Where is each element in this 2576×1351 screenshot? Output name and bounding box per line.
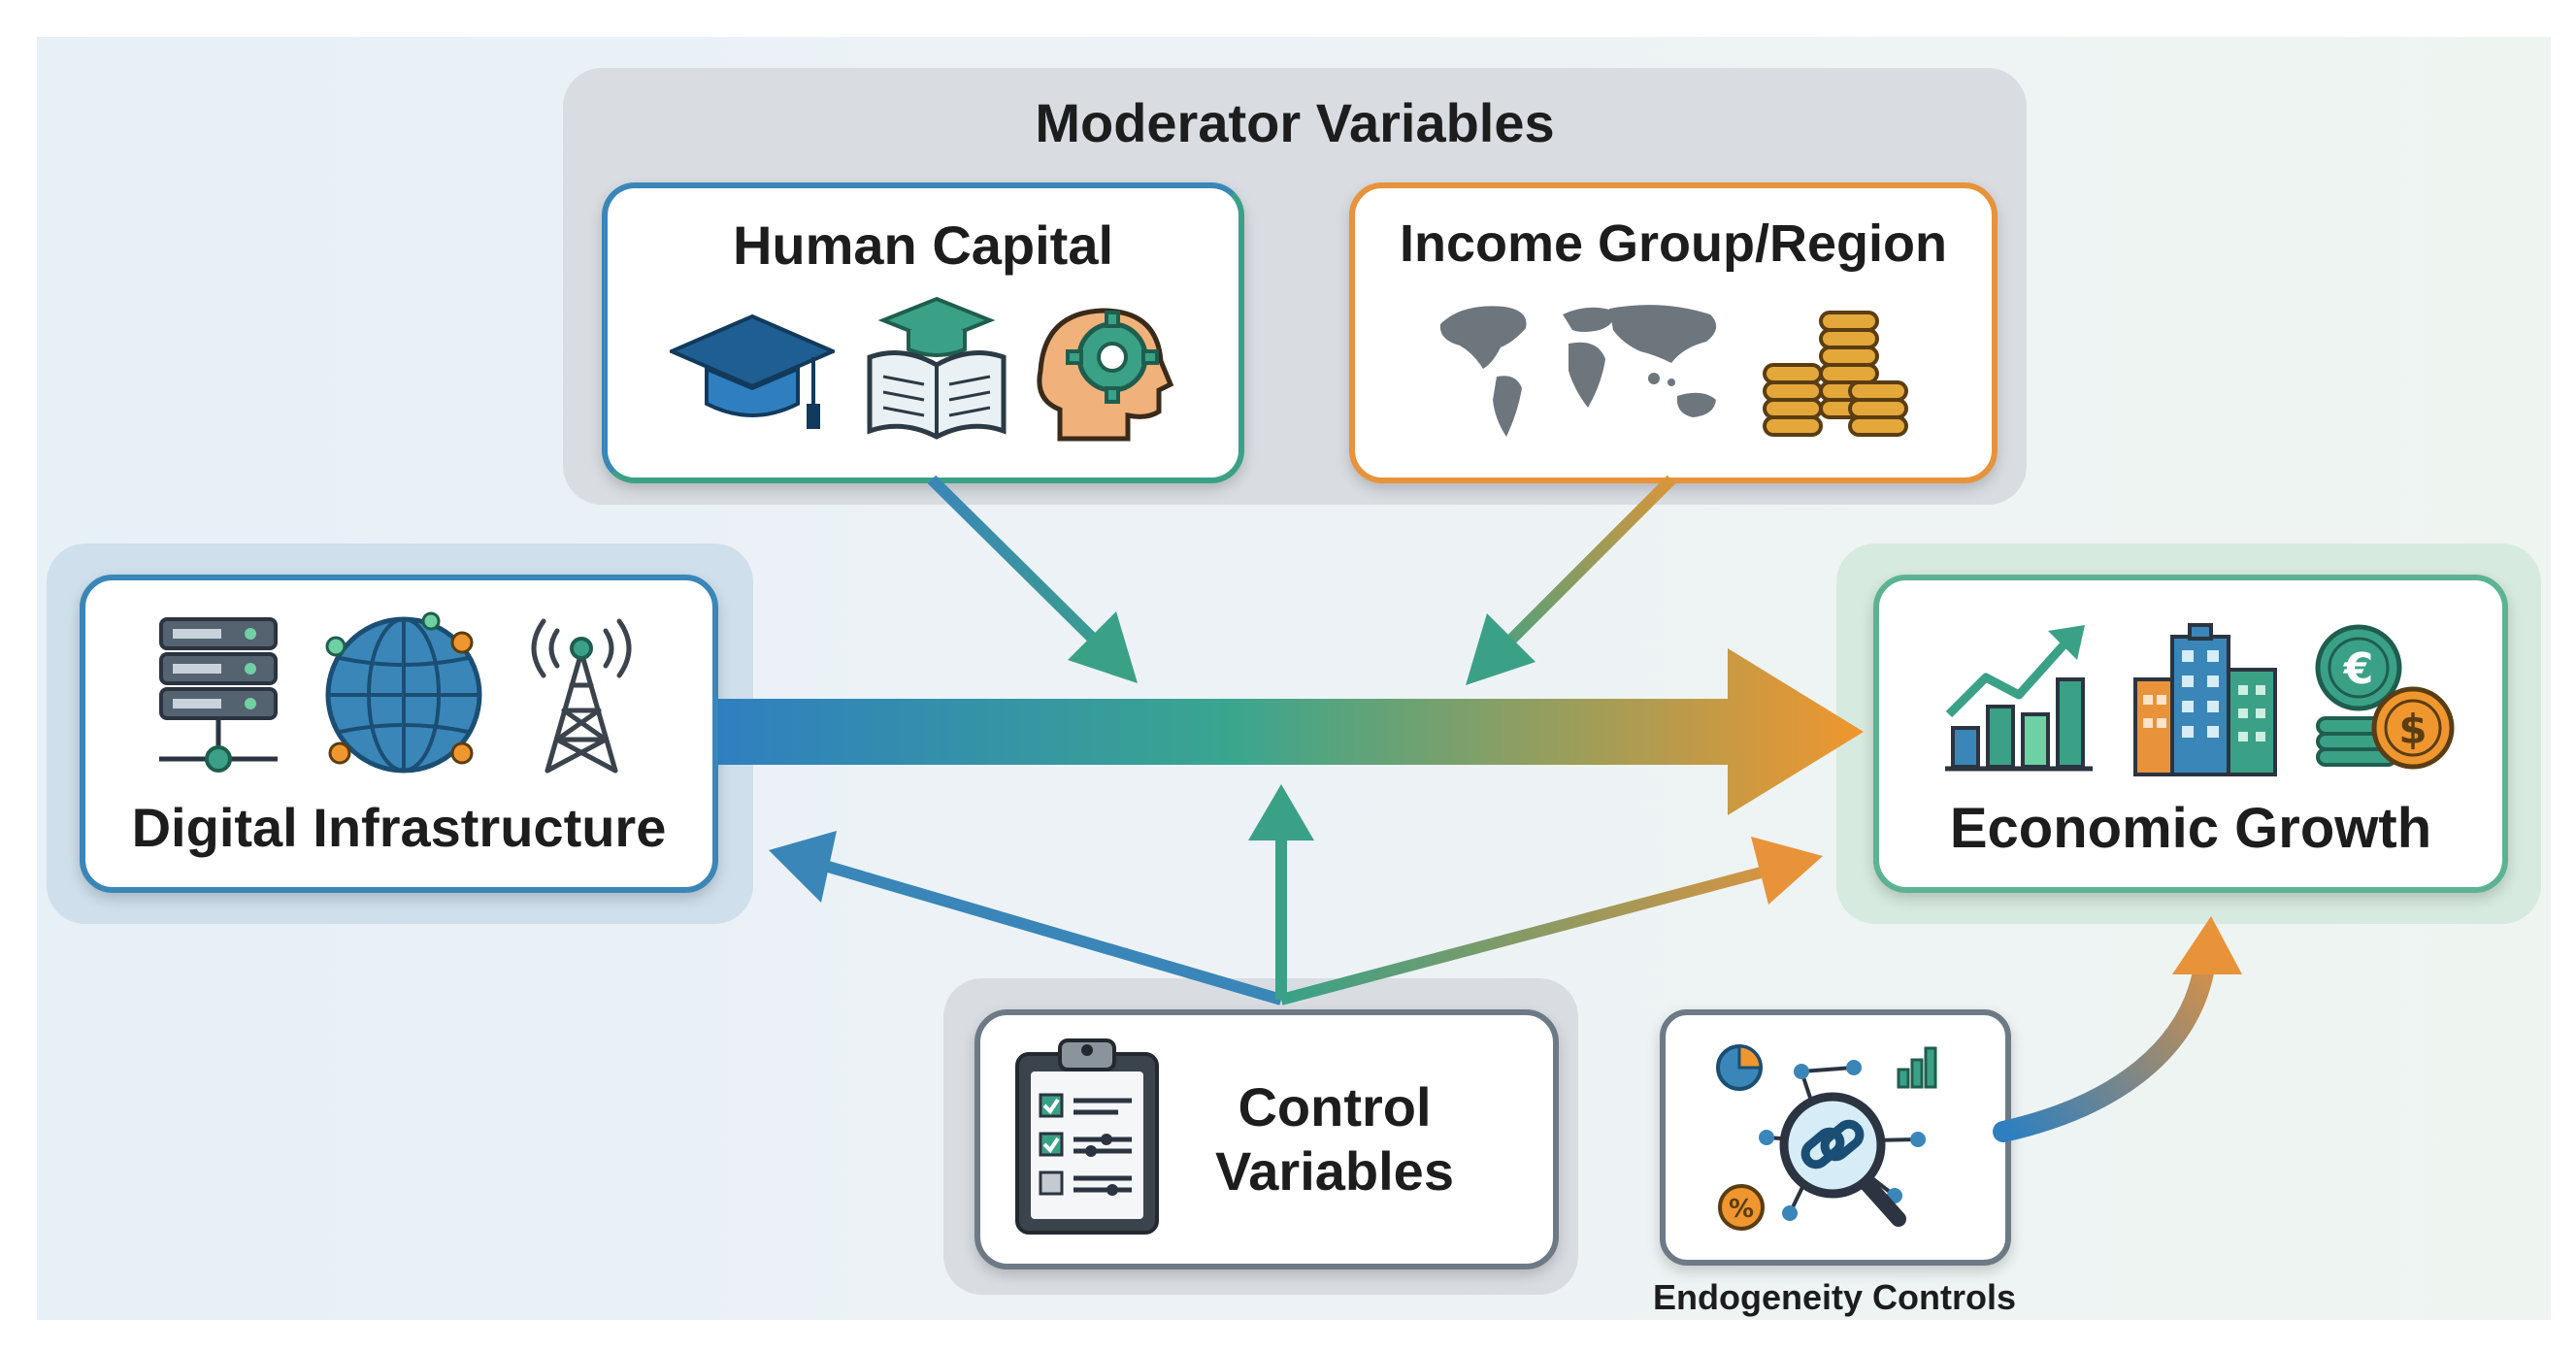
magnifier-link-icon: % — [1716, 1044, 1937, 1231]
clipboard-checklist-icon — [1015, 1038, 1159, 1235]
growth-chart-icon — [1945, 625, 2093, 772]
human-capital-arrow — [927, 475, 1138, 683]
svg-text:€: € — [2343, 644, 2374, 694]
coin-stacks-icon — [1763, 311, 1908, 437]
buildings-icon — [2133, 623, 2277, 776]
digital-infrastructure-label: Digital Infrastructure — [131, 797, 667, 858]
human-capital-label: Human Capital — [732, 214, 1114, 276]
book-icon — [867, 296, 1007, 440]
moderator-title: Moderator Variables — [1035, 92, 1555, 153]
income-group-label: Income Group/Region — [1399, 214, 1948, 273]
endogeneity-controls-label: Endogeneity Controls — [1652, 1277, 2016, 1317]
control-to-growth-arrow — [1279, 837, 1823, 1005]
graduation-cap-icon — [670, 313, 835, 429]
control-to-main-arrow — [1248, 784, 1314, 1000]
svg-text:$: $ — [2398, 706, 2427, 753]
world-map-icon — [1439, 305, 1717, 437]
antenna-tower-icon — [531, 618, 632, 774]
control-variables-label-line2: Variables — [1215, 1140, 1454, 1202]
euro-dollar-coins-icon: € $ — [2315, 624, 2455, 770]
main-effect-arrow — [718, 648, 1864, 815]
svg-text:%: % — [1729, 1195, 1754, 1224]
server-icon — [159, 617, 278, 773]
income-group-arrow — [1466, 475, 1676, 685]
endogeneity-arrow — [1993, 916, 2242, 1142]
globe-network-icon — [325, 611, 482, 774]
control-variables-label-line1: Control — [1238, 1076, 1432, 1137]
economic-growth-label: Economic Growth — [1949, 797, 2432, 860]
head-gear-icon — [1037, 308, 1174, 442]
control-to-digital-arrow — [769, 831, 1283, 1005]
